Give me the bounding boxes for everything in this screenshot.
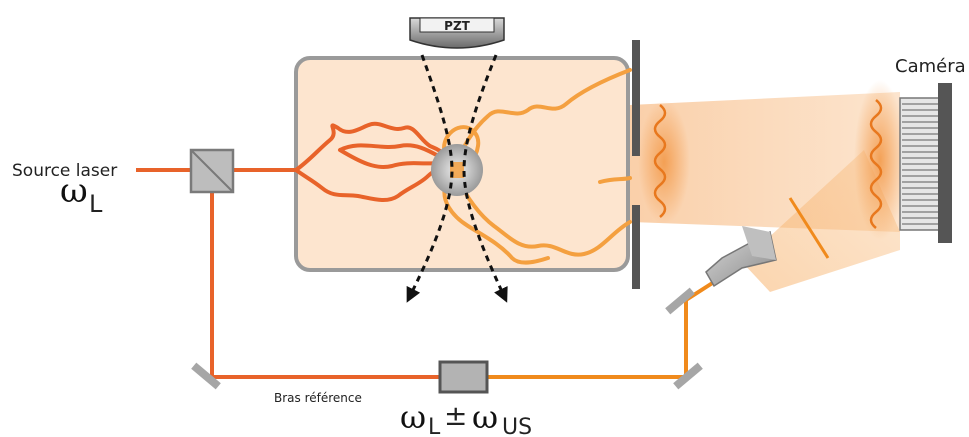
- reference-arm-label: Bras référence: [274, 391, 362, 405]
- beam-splitter-cube: [189, 148, 235, 194]
- omega-us-symbol: ω: [472, 398, 498, 436]
- omega-l-subscript: L: [89, 190, 103, 218]
- omega-l-bottom-symbol: ω: [400, 398, 426, 436]
- mirror-upper: [665, 287, 695, 315]
- camera-glow: [854, 80, 906, 240]
- pzt-transducer: [409, 17, 505, 49]
- source-laser-label: Source laser: [12, 161, 117, 181]
- ultrasound-beam-left: [406, 54, 454, 303]
- combiner-plate: [788, 197, 830, 259]
- focus-marker: [450, 162, 464, 178]
- camera-pixel-lines: [902, 103, 938, 225]
- aperture-glow: [638, 100, 690, 224]
- camera-label: Caméra: [895, 56, 966, 77]
- mirror-right: [673, 362, 703, 390]
- omega-l-symbol: ω: [60, 171, 88, 211]
- aperture-top-plate: [632, 40, 640, 156]
- plus-minus-sign: ±: [444, 399, 467, 432]
- beam-expander: [705, 226, 777, 288]
- reference-arm-path-out: [487, 280, 716, 379]
- omega-l-bottom-subscript: L: [428, 415, 441, 437]
- wavefront-camera: [869, 99, 883, 229]
- omega-us-subscript: US: [502, 415, 532, 437]
- camera-sensor: [899, 83, 952, 243]
- pzt-label: PZT: [444, 19, 470, 33]
- aperture-bottom-plate: [632, 205, 640, 289]
- mirror-left: [191, 362, 221, 390]
- wavefront-aperture: [653, 104, 667, 218]
- acousto-optic-modulator: [438, 360, 489, 394]
